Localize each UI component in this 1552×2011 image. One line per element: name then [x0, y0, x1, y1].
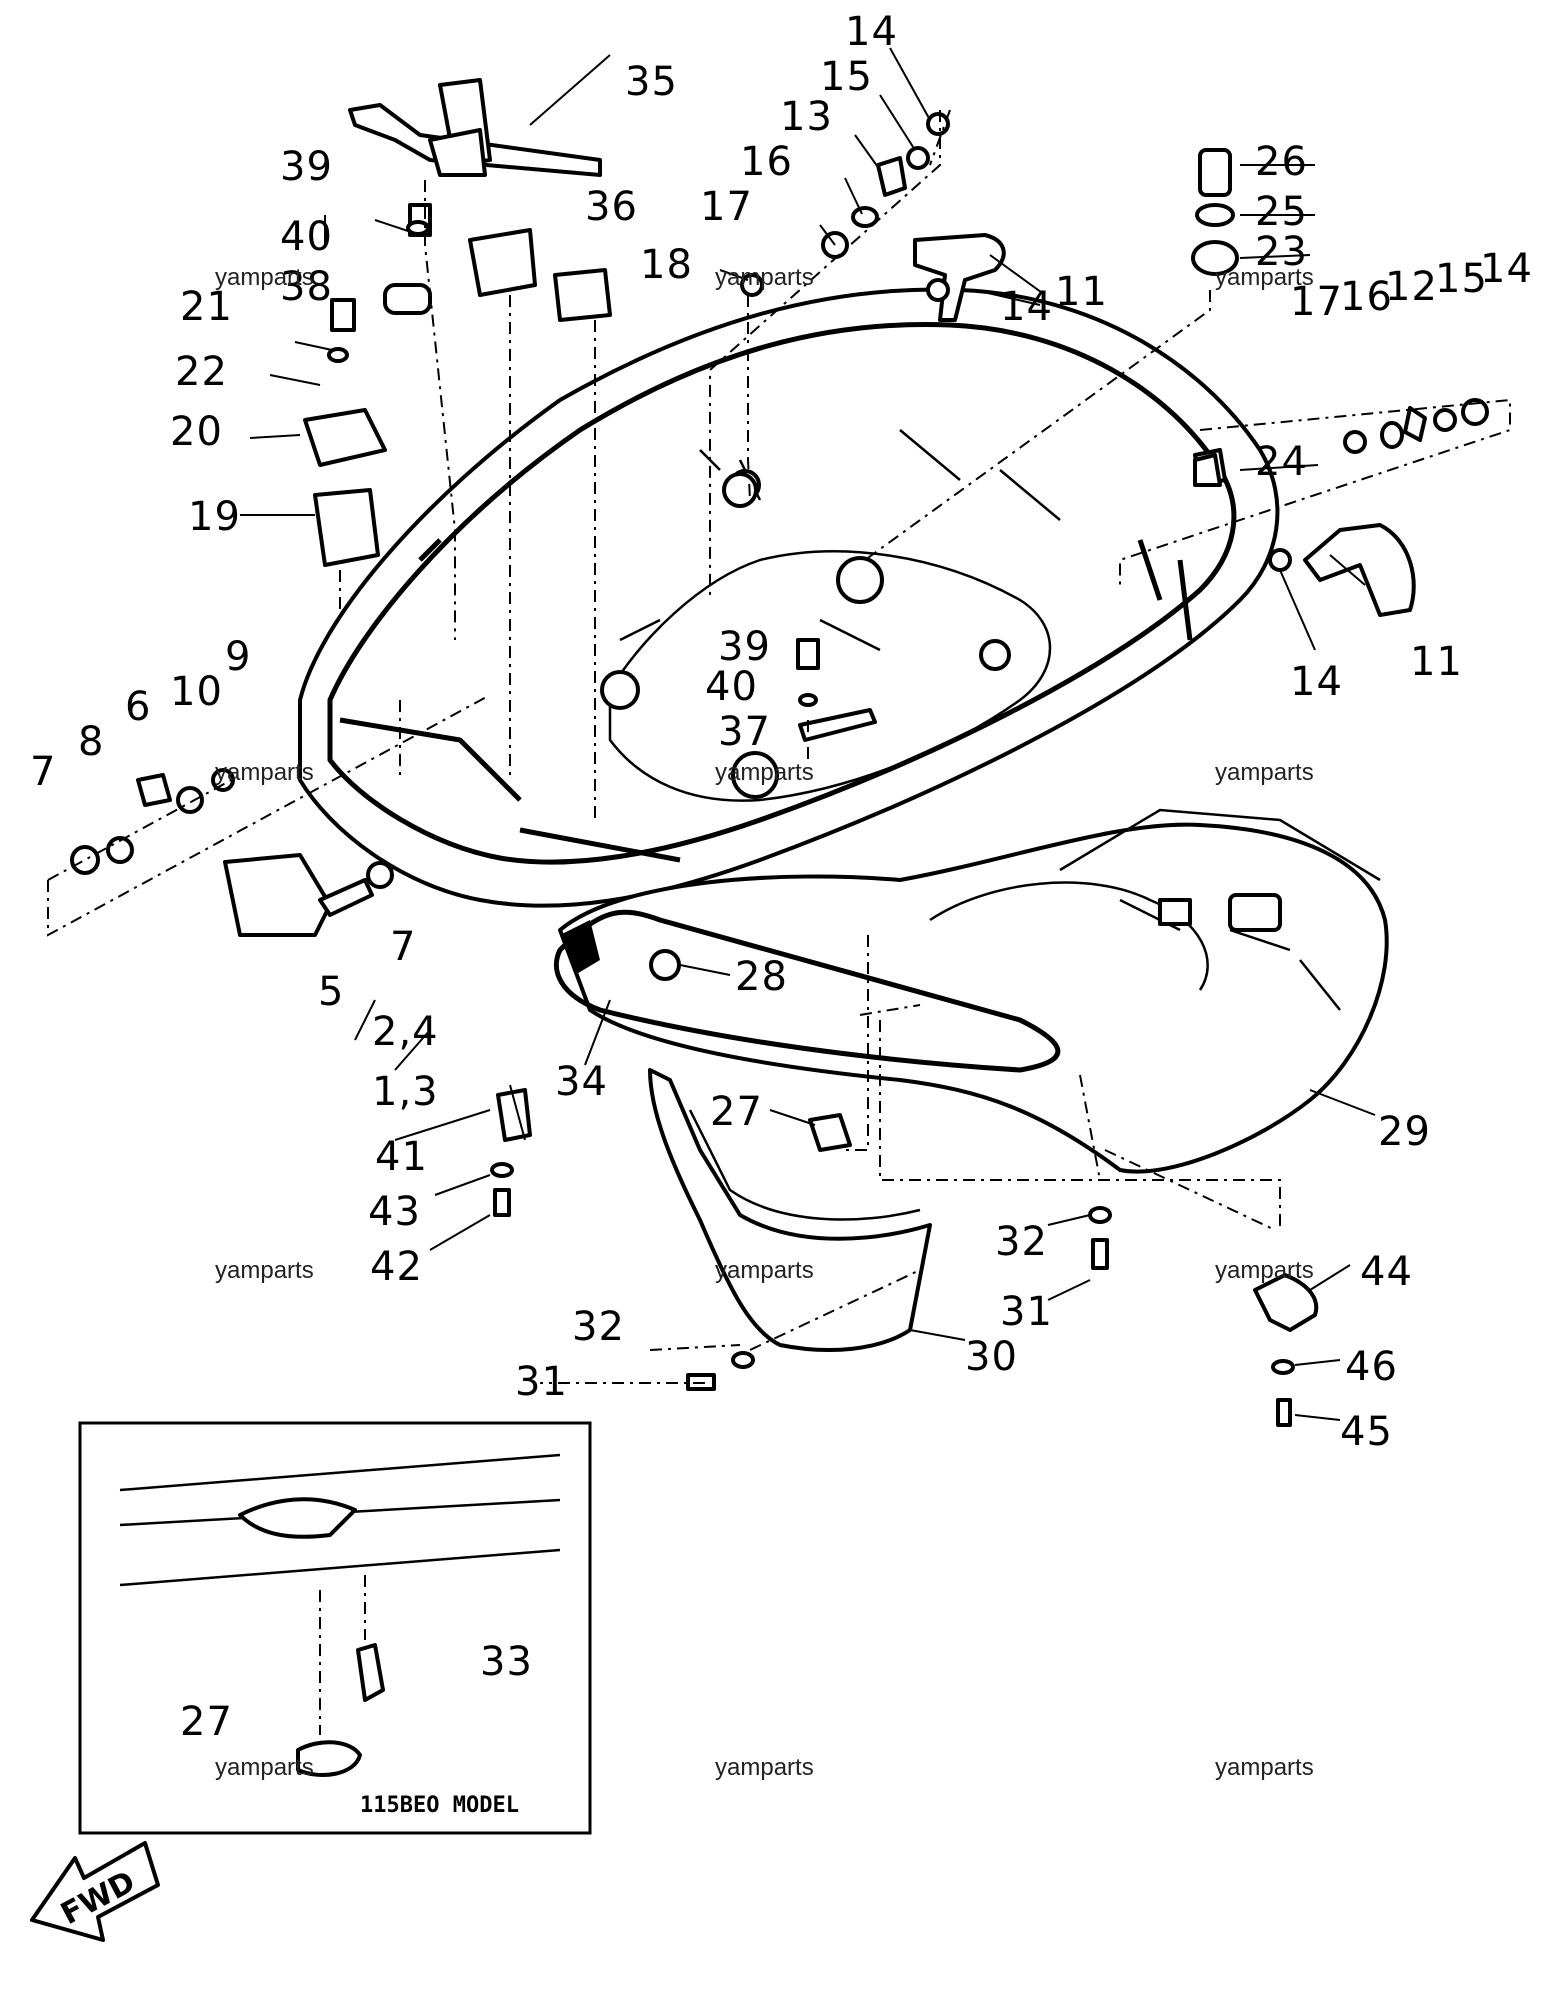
callout-21: 21	[180, 284, 233, 330]
watermark: yamparts	[215, 264, 314, 291]
callout-37: 37	[718, 709, 771, 755]
rubber-seal	[553, 909, 1061, 1073]
callout-16: 16	[740, 139, 793, 185]
callout-31: 31	[1000, 1289, 1053, 1335]
callout-9: 9	[225, 634, 251, 680]
callout-45: 45	[1340, 1409, 1393, 1455]
callout-23: 23	[1255, 229, 1308, 275]
callout-44: 44	[1360, 1249, 1413, 1295]
callout-27: 27	[180, 1699, 233, 1745]
callout-15: 15	[1435, 256, 1488, 302]
callout-32: 32	[995, 1219, 1048, 1265]
callout-14: 14	[1480, 246, 1533, 292]
callout-7: 7	[390, 924, 416, 970]
callout-14: 14	[845, 9, 898, 55]
callout-7: 7	[30, 749, 56, 795]
watermark: yamparts	[1215, 1754, 1314, 1781]
callout-6: 6	[125, 684, 151, 730]
callout-28: 28	[735, 954, 788, 1000]
callout-43: 43	[368, 1189, 421, 1235]
callout-36: 36	[585, 184, 638, 230]
callout-32: 32	[572, 1304, 625, 1350]
callout-19: 19	[188, 494, 241, 540]
lock-lever-11-right	[1303, 523, 1416, 617]
callout-14: 14	[1000, 284, 1053, 330]
bottom-cowling	[298, 287, 1280, 908]
callout-39: 39	[280, 144, 333, 190]
watermarks: yamparts yamparts yamparts yamparts yamp…	[215, 264, 1314, 1781]
watermark: yamparts	[1215, 1257, 1314, 1284]
callout-17: 17	[700, 184, 753, 230]
apron-cover	[558, 808, 1389, 1174]
watermark: yamparts	[1215, 759, 1314, 786]
watermark: yamparts	[715, 1754, 814, 1781]
lock-lever-5	[223, 853, 374, 937]
watermark: yamparts	[215, 1754, 314, 1781]
callout-11: 11	[1410, 639, 1463, 685]
callout-33: 33	[480, 1639, 533, 1685]
callout-18: 18	[640, 242, 693, 288]
callout-29: 29	[1378, 1109, 1431, 1155]
callout-11: 11	[1055, 269, 1108, 315]
callout-2-4: 2,4	[372, 1009, 439, 1055]
forward-arrow: FWD	[30, 1841, 160, 1942]
callout-14: 14	[1290, 659, 1343, 705]
callout-5: 5	[318, 969, 344, 1015]
callout-31: 31	[515, 1359, 568, 1405]
callout-41: 41	[375, 1134, 428, 1180]
watermark: yamparts	[715, 264, 814, 291]
callout-39: 39	[718, 624, 771, 670]
callout-17: 17	[1290, 279, 1343, 325]
callout-25: 25	[1255, 189, 1308, 235]
callout-42: 42	[370, 1244, 423, 1290]
callout-26: 26	[1255, 139, 1308, 185]
watermark: yamparts	[1215, 264, 1314, 291]
callout-16: 16	[1340, 274, 1393, 320]
bracket-35	[348, 78, 602, 177]
callout-40: 40	[705, 664, 758, 710]
callout-24: 24	[1255, 439, 1308, 485]
watermark: yamparts	[715, 1257, 814, 1284]
callout-30: 30	[965, 1334, 1018, 1380]
callout-1-3: 1,3	[372, 1069, 439, 1115]
callout-10: 10	[170, 669, 223, 715]
callout-15: 15	[820, 54, 873, 100]
lock-lever-44	[1253, 1273, 1319, 1332]
callout-27: 27	[710, 1089, 763, 1135]
callout-40: 40	[280, 214, 333, 260]
inset-title: 115BEO MODEL	[360, 1793, 519, 1818]
callout-13: 13	[780, 94, 833, 140]
callout-12: 12	[1385, 264, 1438, 310]
callout-labels: 14 15 13 16 17 18 11 14 26 25 23 17 16 1…	[30, 9, 1533, 1745]
front-cover	[648, 1068, 932, 1352]
callout-35: 35	[625, 59, 678, 105]
callout-34: 34	[555, 1059, 608, 1105]
callout-20: 20	[170, 409, 223, 455]
inset-115beo: 115BEO MODEL	[78, 1421, 592, 1835]
watermark: yamparts	[715, 759, 814, 786]
leader-lines	[47, 47, 1511, 1421]
callout-46: 46	[1345, 1344, 1398, 1390]
watermark: yamparts	[215, 759, 314, 786]
callout-38: 38	[280, 264, 333, 310]
small-parts	[70, 112, 1489, 1427]
lock-lever-11-top	[913, 233, 1006, 322]
callout-8: 8	[78, 719, 104, 765]
callout-22: 22	[175, 349, 228, 395]
watermark: yamparts	[215, 1257, 314, 1284]
